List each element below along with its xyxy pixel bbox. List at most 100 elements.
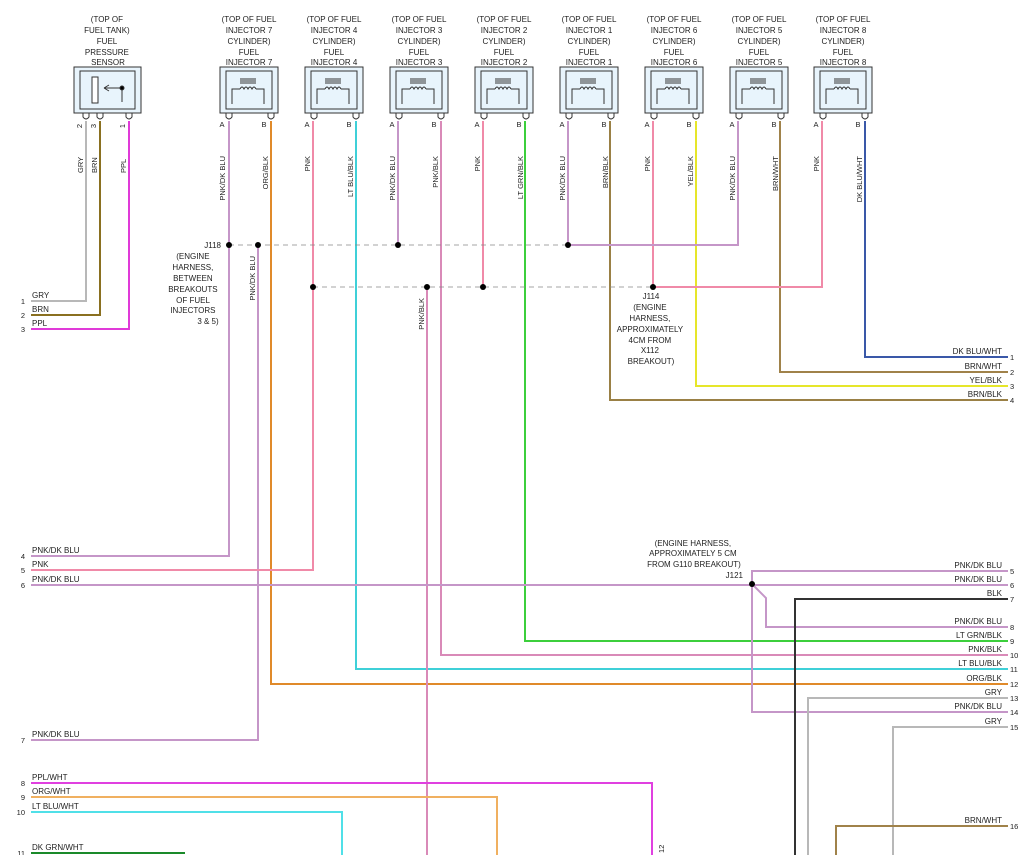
right-connector-wire-label: GRY <box>985 688 1003 697</box>
pin-label: B <box>855 120 860 129</box>
wire-inj3-b <box>440 121 1008 656</box>
splice-description: (ENGINE HARNESS, APPROXIMATELY 4CM FROM … <box>617 303 685 366</box>
fuel-injector-inj5 <box>729 66 789 120</box>
left-connector-pin-3: 3 <box>21 325 25 334</box>
fuel-injector-inj8 <box>813 66 873 120</box>
wire-color-label: ORG/BLK <box>261 156 270 189</box>
wire-orgwht-9 <box>31 796 498 855</box>
right-connector-wire-label: ORG/BLK <box>966 674 1002 683</box>
right-connector-pin-16: 16 <box>1010 822 1018 831</box>
wire-color-label: PNK <box>643 156 652 171</box>
wire-color-label: PNK <box>812 156 821 171</box>
right-connector-wire-label: PNK/DK BLU <box>954 575 1002 584</box>
splice-j114-label: J114 (ENGINE HARNESS, APPROXIMATELY 4CM … <box>617 292 685 366</box>
pin-label: A <box>304 120 309 129</box>
right-connector-pin-2: 2 <box>1010 368 1014 377</box>
fuel-injector-inj1 <box>559 66 619 120</box>
splice-dot <box>395 242 401 248</box>
wire-color-label: PNK <box>303 156 312 171</box>
wire-sensor-gry <box>31 121 87 302</box>
splice-dot <box>226 242 232 248</box>
wire-color-label: PNK/DK BLU <box>728 156 737 201</box>
right-connector-pin-15: 15 <box>1010 723 1018 732</box>
wire-blk-7 <box>794 598 1008 855</box>
injector-coil-icon <box>486 78 520 104</box>
wire-color-label: PNK/DK BLU <box>558 156 567 201</box>
right-connector-pin-12: 12 <box>1010 680 1018 689</box>
splice-name: J121 <box>726 571 744 580</box>
splice-name: J114 <box>643 292 660 301</box>
wire-color-label: BRN/BLK <box>601 156 610 188</box>
wire-color-label: LT GRN/BLK <box>516 156 525 199</box>
right-connector-wire-label: BRN/WHT <box>965 816 1002 825</box>
injector-coil-icon <box>571 78 605 104</box>
sensor-pins <box>82 113 133 120</box>
wire-color-label: PPL <box>119 159 128 173</box>
wire-color-label: PNK/DK BLU <box>388 156 397 201</box>
pin-label: A <box>813 120 818 129</box>
right-connector-wire-label: BLK <box>987 589 1003 598</box>
right-connector-wire-label: PNK/BLK <box>968 645 1002 654</box>
left-connector-pin-2: 2 <box>21 311 25 320</box>
splice-j121-label: (ENGINE HARNESS, APPROXIMATELY 5 CM FROM… <box>647 539 743 580</box>
component-title: (TOP OF FUEL TANK) FUEL PRESSURE SENSOR <box>84 15 132 67</box>
wire-color-label: PNK/BLK <box>431 156 440 188</box>
wires <box>31 121 1008 855</box>
left-connector-wire-label: DK GRN/WHT <box>32 843 84 852</box>
pin-label: A <box>644 120 649 129</box>
left-connector-pin-10: 10 <box>17 808 25 817</box>
wire-inj8-a <box>653 121 823 288</box>
wire-brnwht-16 <box>835 825 1008 855</box>
wire-inj6-b <box>695 121 1008 387</box>
right-connector-pin-9: 9 <box>1010 637 1014 646</box>
pin-label: A <box>729 120 734 129</box>
wire-color-label: PNK <box>473 156 482 171</box>
wire-gry-15 <box>892 726 1008 855</box>
left-connector-wire-label: PNK/DK BLU <box>32 575 80 584</box>
wire-j118-out <box>31 245 259 741</box>
left-connector-pin-9: 9 <box>21 793 25 802</box>
pin-label: 2 <box>75 124 84 128</box>
wire-inj8-b <box>864 121 1008 358</box>
left-connector-wire-label: PNK <box>32 560 49 569</box>
left-connector-wire-label: PPL/WHT <box>32 773 68 782</box>
pin-label: 3 <box>89 124 98 128</box>
wire-ltbluwht-10 <box>31 811 343 855</box>
right-connector-pin-11: 11 <box>1010 665 1018 674</box>
pin-label: A <box>559 120 564 129</box>
splice-dot <box>565 242 571 248</box>
left-connector-pin-5: 5 <box>21 566 25 575</box>
wire-inj4-b <box>355 121 1008 670</box>
splice-dot <box>480 284 486 290</box>
wire-pplwht-8 <box>31 782 653 855</box>
wire-j121-8 <box>751 583 1008 628</box>
right-connector-wire-label: PNK/DK BLU <box>954 702 1002 711</box>
splice-dot <box>310 284 316 290</box>
splice-dot <box>650 284 656 290</box>
pin-label: B <box>346 120 351 129</box>
wire-color-label: BRN <box>90 157 99 173</box>
splice-dots <box>226 242 755 587</box>
component-headers: (TOP OF FUEL TANK) FUEL PRESSURE SENSOR <box>84 15 132 67</box>
left-connector-pin-7: 7 <box>21 736 25 745</box>
right-connector-pin-4: 4 <box>1010 396 1014 405</box>
right-connector-wire-label: PNK/DK BLU <box>954 561 1002 570</box>
left-connector-wire-label: PNK/DK BLU <box>32 546 80 555</box>
pin-label: B <box>686 120 691 129</box>
pin-label: B <box>516 120 521 129</box>
wire-gry-13 <box>807 697 1008 855</box>
wire-color-label: PNK/DK BLU <box>218 156 227 201</box>
wire-j121-5 <box>751 570 1008 584</box>
right-connector: 1DK BLU/WHT2BRN/WHT3YEL/BLK4BRN/BLK5PNK/… <box>953 347 1019 831</box>
wire-j121-14 <box>751 584 1008 713</box>
wire-inj1-b <box>609 121 1008 401</box>
splice-dot <box>749 581 755 587</box>
splice-name: J118 <box>204 241 221 250</box>
pin-label: A <box>474 120 479 129</box>
right-connector-pin-8: 8 <box>1010 623 1014 632</box>
wire-color-label: PNK/DK BLU <box>248 256 257 301</box>
